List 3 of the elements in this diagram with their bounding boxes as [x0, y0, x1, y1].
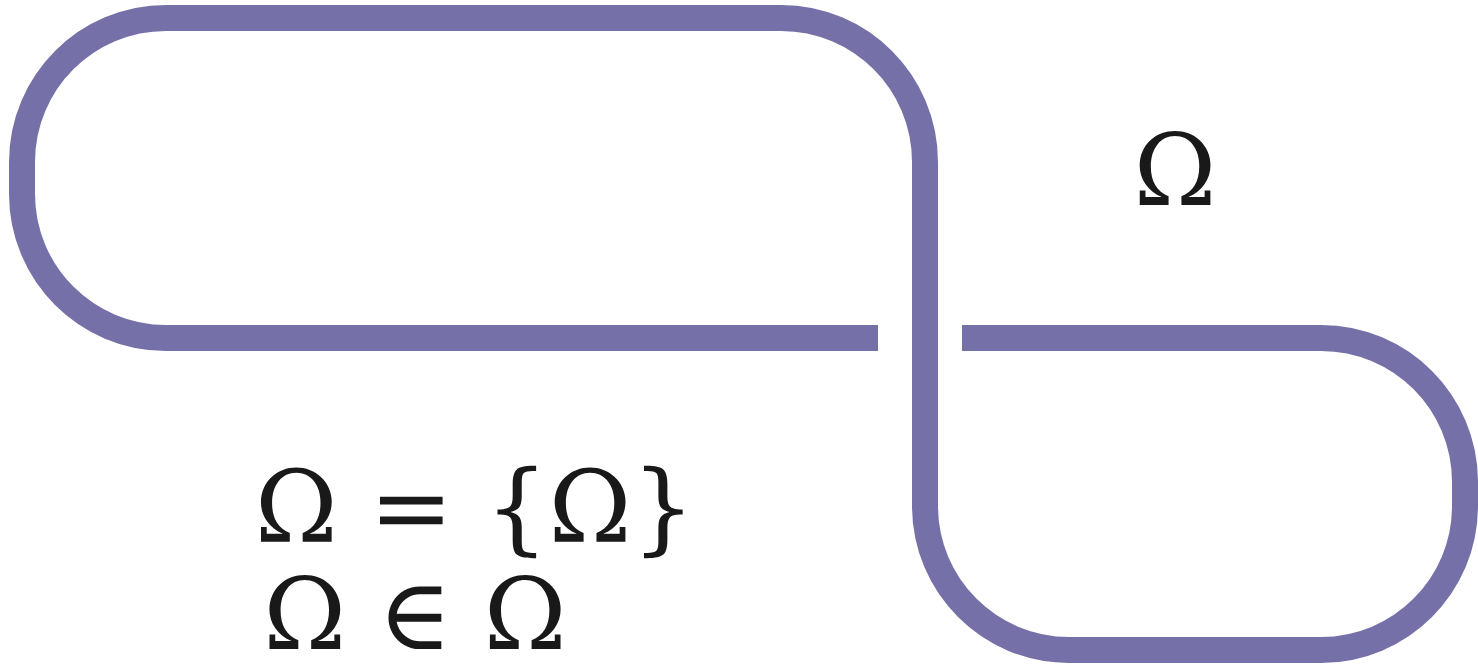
math-expression: Ω = {Ω}: [260, 465, 683, 559]
math-expression: Ω ∈ Ω: [269, 574, 561, 650]
math-expression: Ω: [1139, 130, 1211, 206]
